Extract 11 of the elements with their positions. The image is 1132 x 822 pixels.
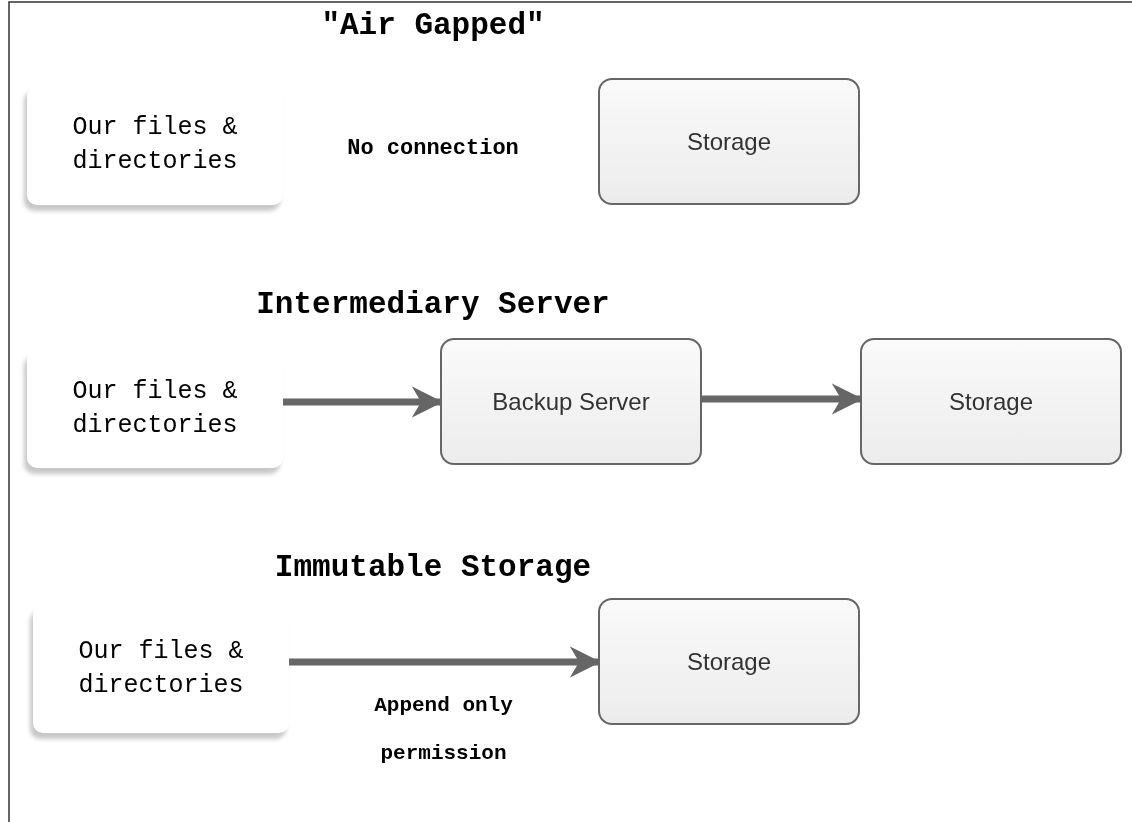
storage-box: Backup Server bbox=[440, 338, 702, 465]
file-box: Our files & directories bbox=[27, 85, 283, 205]
section-heading: "Air Gapped" bbox=[321, 8, 545, 43]
storage-box: Storage bbox=[598, 78, 860, 205]
storage-box: Storage bbox=[598, 598, 860, 725]
note-text: No connection bbox=[347, 136, 519, 161]
section-heading: Intermediary Server bbox=[256, 287, 610, 322]
file-box: Our files & directories bbox=[33, 605, 289, 733]
storage-box: Storage bbox=[860, 338, 1122, 465]
file-box: Our files & directories bbox=[27, 350, 283, 468]
section-heading: Immutable Storage bbox=[274, 550, 592, 585]
